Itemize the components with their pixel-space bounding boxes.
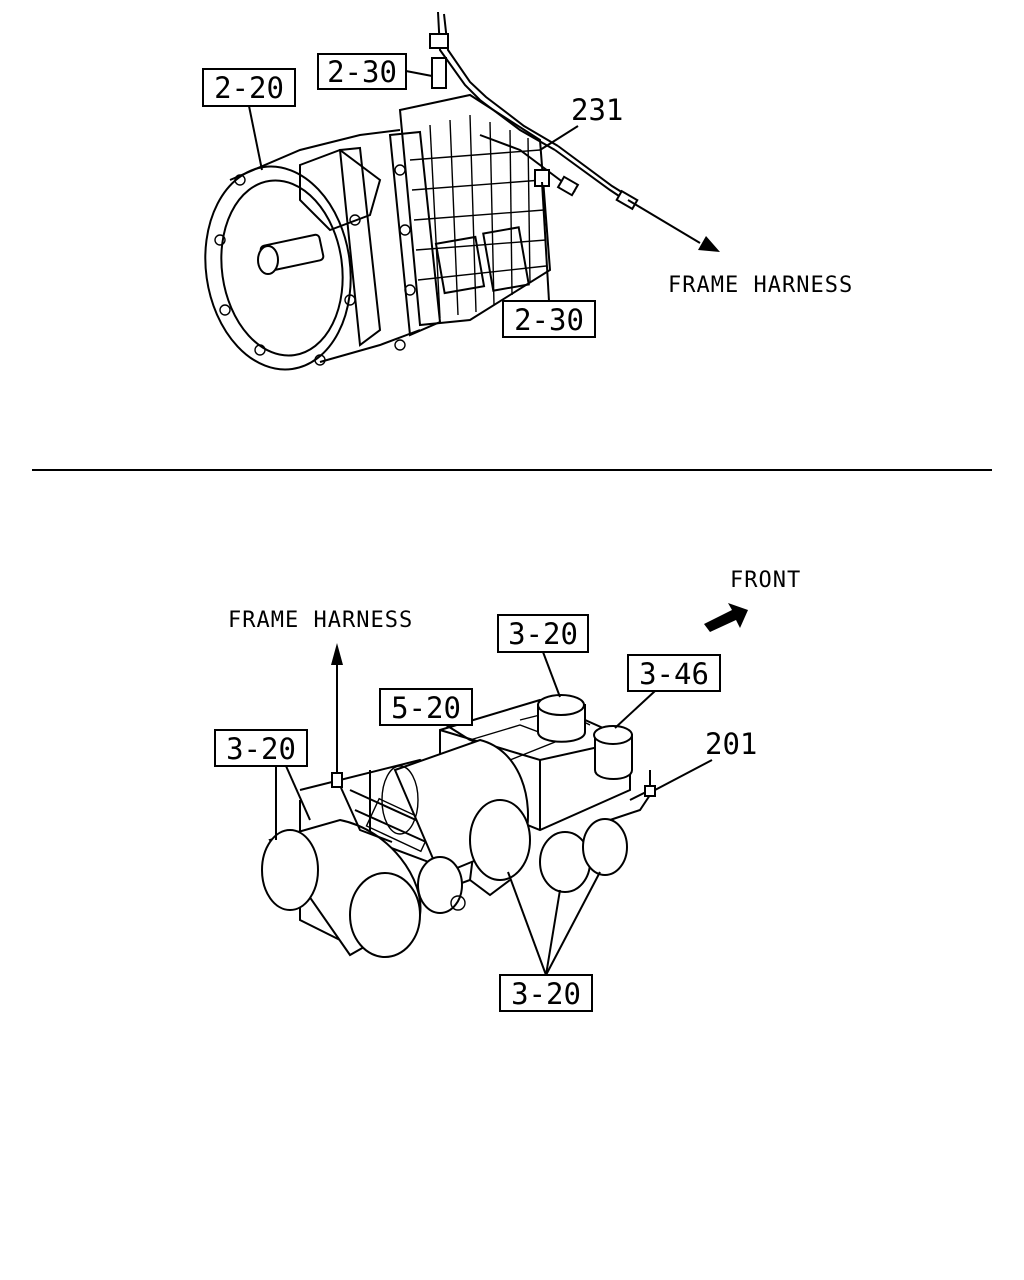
frame-harness-arrow-top xyxy=(627,199,720,252)
callout-label: 3-20 xyxy=(226,732,296,766)
leaders-3-20-bottom xyxy=(507,871,601,976)
leader-231 xyxy=(539,125,579,151)
callout-2-30-lower[interactable]: 2-30 xyxy=(502,300,596,338)
callout-2-30-upper[interactable]: 2-30 xyxy=(317,53,407,90)
callout-5-20[interactable]: 5-20 xyxy=(379,688,473,726)
callout-2-20[interactable]: 2-20 xyxy=(202,68,296,107)
callout-3-20-left[interactable]: 3-20 xyxy=(214,729,308,767)
callout-3-20-bottom[interactable]: 3-20 xyxy=(499,974,593,1012)
callout-label: 3-20 xyxy=(511,977,581,1011)
part-number-231[interactable]: 231 xyxy=(571,93,623,127)
frame-harness-arrow-bottom xyxy=(331,643,343,778)
case-ribs xyxy=(409,114,547,319)
leader-3-20-left-b xyxy=(285,765,311,821)
front-label: FRONT xyxy=(730,568,801,593)
callout-label: 5-20 xyxy=(391,691,461,725)
leader-5-20 xyxy=(445,724,471,741)
callout-label: 2-20 xyxy=(214,71,284,105)
callout-3-20-top[interactable]: 3-20 xyxy=(497,614,589,653)
callout-label: 3-20 xyxy=(508,617,578,651)
air-tank-assembly xyxy=(261,694,656,958)
front-arrow-icon xyxy=(704,603,748,632)
leader-2-20 xyxy=(248,105,263,171)
callout-label: 3-46 xyxy=(639,657,709,691)
transmission-harness xyxy=(429,11,639,211)
leader-201 xyxy=(654,759,713,791)
part-number-201[interactable]: 201 xyxy=(705,727,757,761)
leader-3-20-top xyxy=(542,651,561,698)
frame-harness-label-top: FRAME HARNESS xyxy=(668,273,853,298)
transmission-assembly xyxy=(204,93,552,371)
leader-3-46 xyxy=(614,690,656,729)
callout-3-46[interactable]: 3-46 xyxy=(627,654,721,692)
callout-label: 2-30 xyxy=(327,55,397,89)
leader-2-30-upper xyxy=(405,70,433,77)
frame-harness-label-bottom: FRAME HARNESS xyxy=(228,608,413,633)
callout-label: 2-30 xyxy=(514,303,584,337)
leader-2-30-lower xyxy=(541,181,550,302)
